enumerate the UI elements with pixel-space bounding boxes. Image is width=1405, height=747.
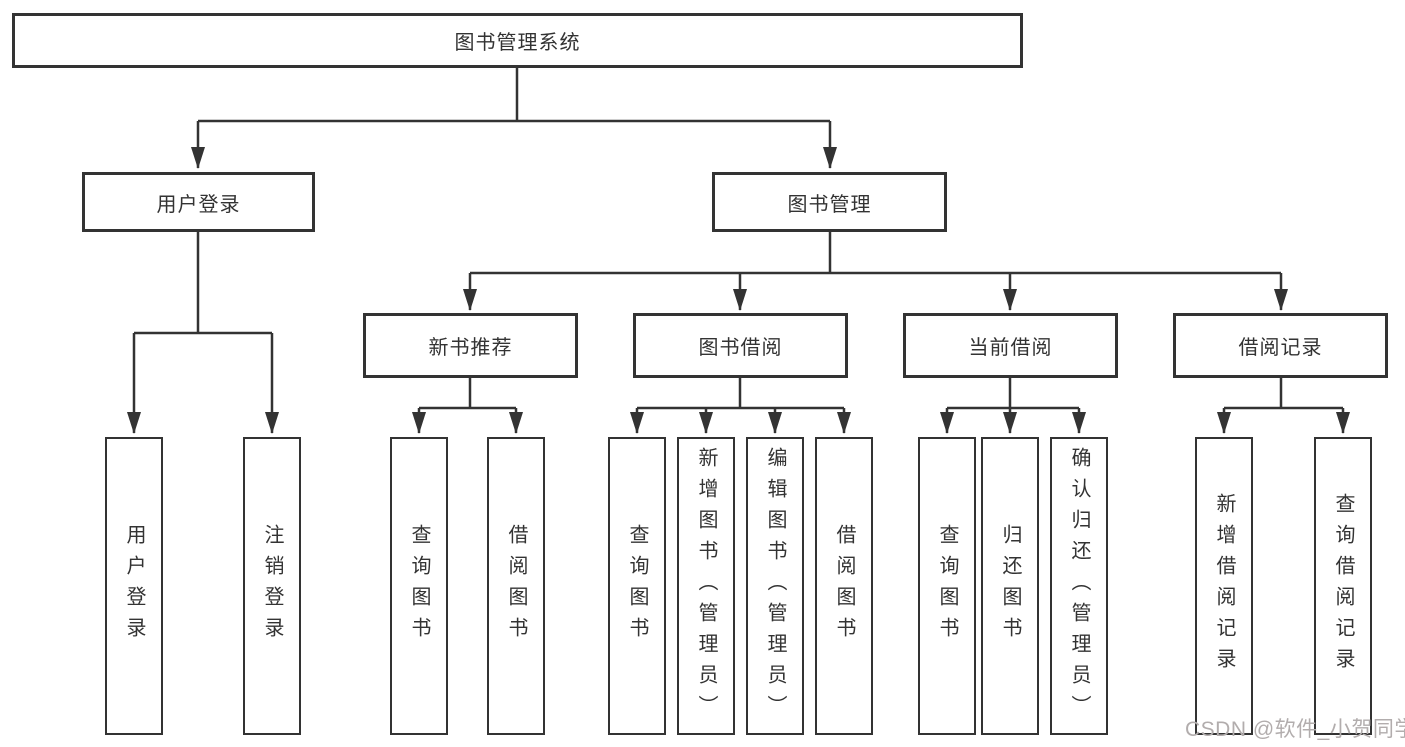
node-book-management: 图书管理 [712, 172, 947, 232]
node-borrowing-records: 借阅记录 [1173, 313, 1388, 378]
node-leaf-query-borrow-record: 查询借阅记录 [1314, 437, 1372, 735]
csdn-watermark: CSDN @软件_小贺同学 [1185, 718, 1405, 741]
node-leaf-query-books-current: 查询图书 [918, 437, 976, 735]
node-current-borrowing: 当前借阅 [903, 313, 1118, 378]
node-leaf-borrow-books-recommend: 借阅图书 [487, 437, 545, 735]
node-leaf-edit-books-admin: 编辑图书（管理员） [746, 437, 804, 735]
node-leaf-add-borrow-record: 新增借阅记录 [1195, 437, 1253, 735]
node-leaf-add-books-admin: 新增图书（管理员） [677, 437, 735, 735]
node-leaf-return-books: 归还图书 [981, 437, 1039, 735]
node-leaf-logout: 注销登录 [243, 437, 301, 735]
node-leaf-borrow-books-borrowing: 借阅图书 [815, 437, 873, 735]
node-library-management-system: 图书管理系统 [12, 13, 1023, 68]
node-leaf-user-login: 用户登录 [105, 437, 163, 735]
node-leaf-query-books-recommend: 查询图书 [390, 437, 448, 735]
node-new-book-recommend: 新书推荐 [363, 313, 578, 378]
node-leaf-query-books-borrowing: 查询图书 [608, 437, 666, 735]
node-user-login: 用户登录 [82, 172, 315, 232]
node-leaf-confirm-return-admin: 确认归还（管理员） [1050, 437, 1108, 735]
node-book-borrowing: 图书借阅 [633, 313, 848, 378]
